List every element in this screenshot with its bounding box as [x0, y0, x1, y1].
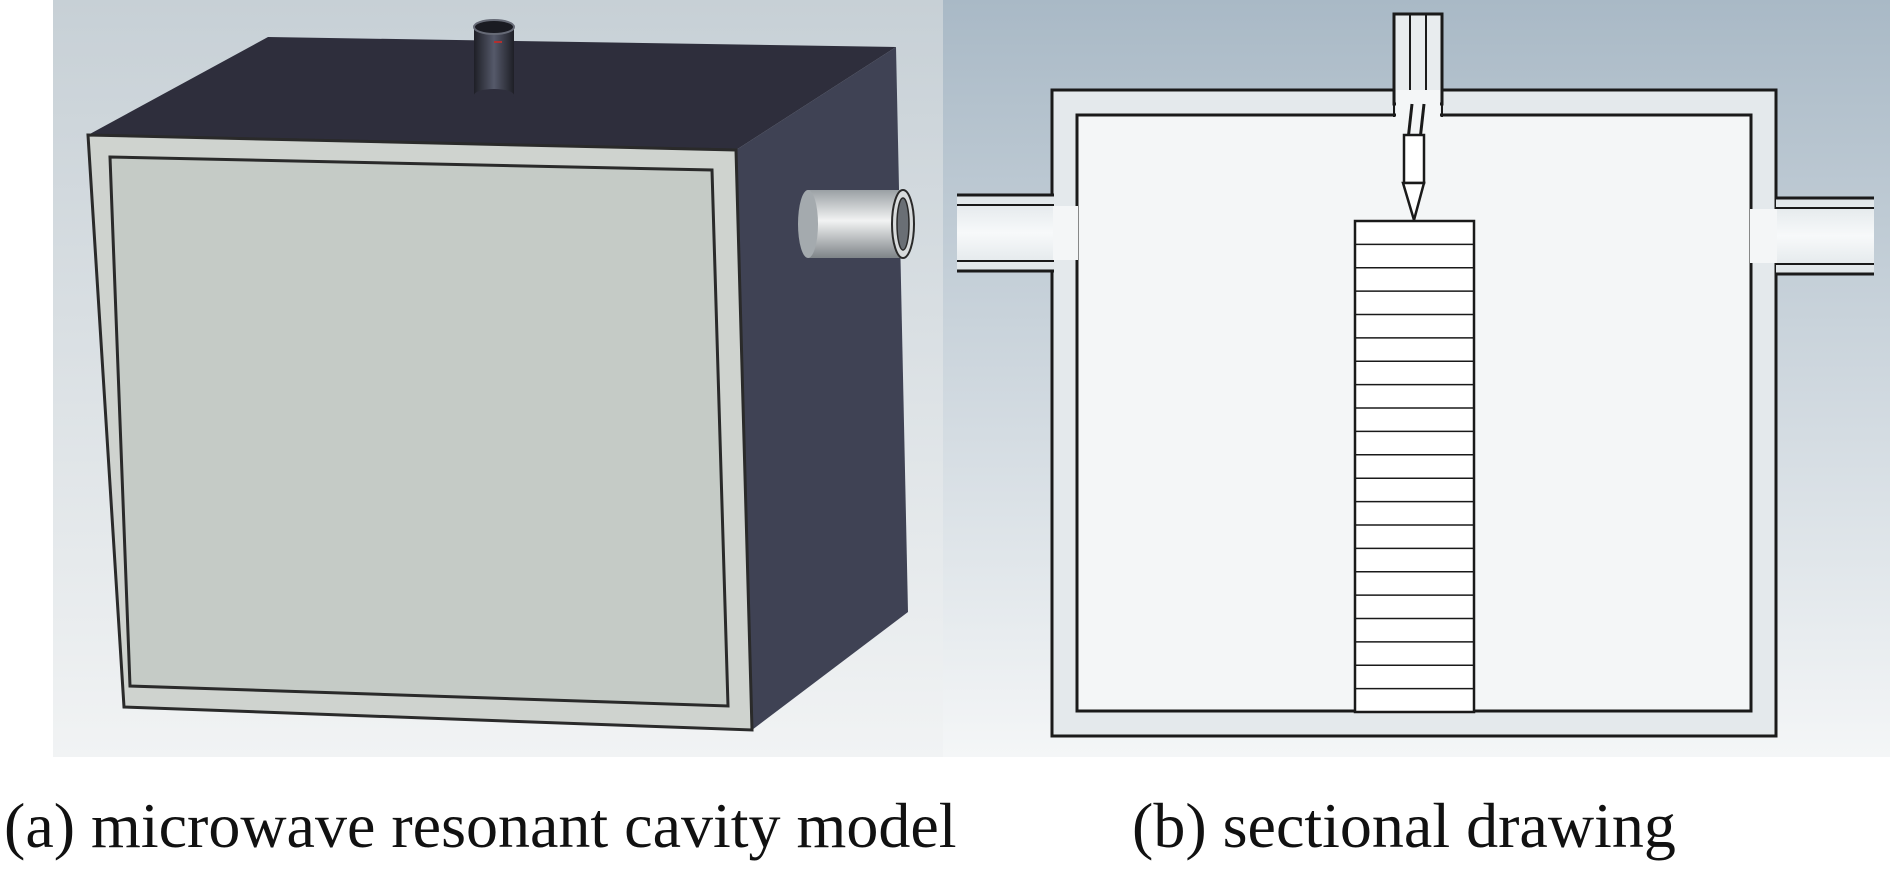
right-coupling-tube [1750, 196, 1874, 276]
cavity-side-face [736, 47, 908, 730]
sample-stack [1353, 219, 1476, 714]
panel-b-sectional-drawing [943, 0, 1890, 757]
left-coupling-tube [957, 193, 1078, 273]
top-probe-connector [1392, 12, 1444, 117]
panel-a-cavity-model [53, 0, 943, 757]
caption-panel-b: (b) sectional drawing [1132, 790, 1676, 861]
caption-panel-a: (a) microwave resonant cavity model [4, 790, 957, 861]
cavity-front-face [108, 155, 730, 708]
side-coupling-port [798, 189, 915, 259]
top-coupling-port [473, 19, 515, 101]
probe-needle [1401, 103, 1426, 225]
